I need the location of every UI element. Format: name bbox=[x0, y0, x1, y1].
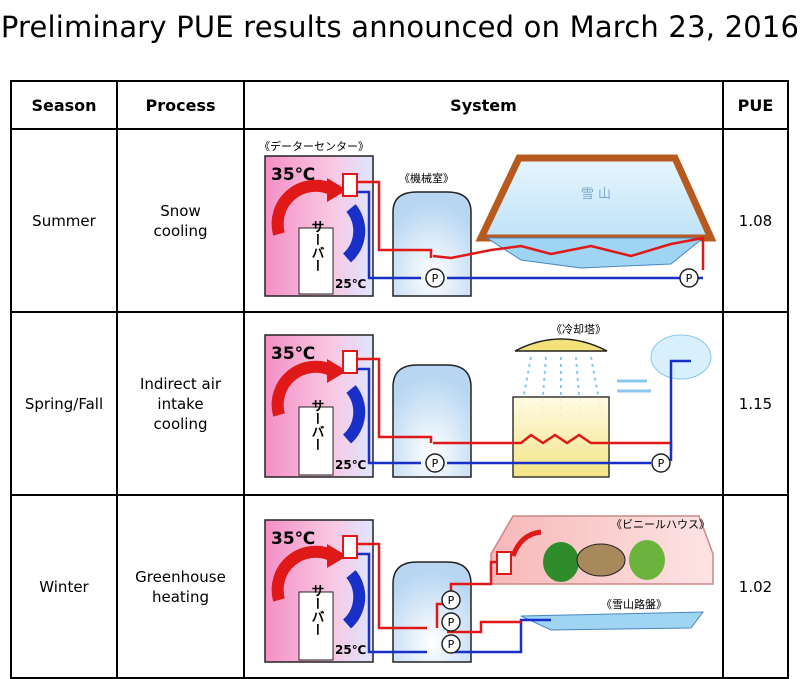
hot-air-arrowhead bbox=[326, 543, 347, 568]
vegetable-icon bbox=[542, 541, 579, 582]
pump-icon bbox=[440, 633, 461, 654]
process-line: Snow bbox=[160, 201, 201, 220]
process-line: intake bbox=[157, 394, 204, 413]
process-cell: Greenhouse heating bbox=[116, 494, 245, 679]
process-line: heating bbox=[151, 587, 209, 606]
server-label: サーバー bbox=[308, 584, 324, 636]
system-diagram-cell: 《データーセンター》 35℃ サーバー 25℃ 《機械室》 雪 山 bbox=[243, 128, 724, 313]
season-cell: Winter bbox=[10, 494, 118, 679]
pump-label: P bbox=[657, 457, 664, 470]
cold-pipe bbox=[356, 367, 421, 464]
table-row-summer: Summer Snow cooling 《データーセンター》 bbox=[10, 128, 789, 313]
hot-air-arrow bbox=[271, 545, 336, 602]
datacenter-label: 《データーセンター》 bbox=[259, 139, 369, 153]
vegetable-icon bbox=[628, 539, 665, 580]
pump-icon bbox=[424, 267, 445, 288]
wind-cloud-icon bbox=[650, 334, 711, 379]
cold-pipe-tower bbox=[446, 359, 691, 464]
server-rack bbox=[298, 227, 333, 294]
pue-cell: 1.02 bbox=[722, 494, 789, 679]
header-pue: PUE bbox=[722, 80, 789, 130]
pump-icon bbox=[650, 452, 671, 473]
process-cell: Snow cooling bbox=[116, 128, 245, 313]
hot-temp-label: 35℃ bbox=[271, 529, 315, 549]
hot-air-arrow bbox=[271, 360, 336, 417]
pump-icon bbox=[440, 611, 461, 632]
header-system: System bbox=[243, 80, 724, 130]
server-rack bbox=[298, 406, 333, 475]
system-diagram-cell: 35℃ サーバー 25℃ 《ビニールハウス》 《雪山路盤》 bbox=[243, 494, 724, 679]
hot-pipe bbox=[356, 180, 432, 258]
heat-exchanger-coil bbox=[341, 534, 358, 559]
cold-pipe bbox=[356, 552, 427, 653]
pump-label: P bbox=[447, 594, 454, 607]
machine-room bbox=[391, 363, 472, 478]
system-diagram-cell: 35℃ サーバー 25℃ 《冷却塔》 bbox=[243, 311, 724, 496]
pump-icon bbox=[678, 267, 699, 288]
snow-ground-label: 《雪山路盤》 bbox=[601, 598, 667, 611]
heat-exchanger-coil bbox=[341, 349, 358, 374]
greenhouse-coil bbox=[495, 550, 512, 575]
snow-ground-basin bbox=[520, 610, 704, 631]
greenhouse-label: 《ビニールハウス》 bbox=[611, 518, 710, 531]
snow-cooling-diagram: 《データーセンター》 35℃ サーバー 25℃ 《機械室》 雪 山 bbox=[259, 139, 716, 297]
hot-pipe bbox=[356, 357, 432, 443]
hot-air-arrow bbox=[271, 179, 336, 236]
pump-label: P bbox=[431, 457, 438, 470]
snow-basin bbox=[484, 237, 704, 269]
hot-pipe-tower bbox=[432, 432, 672, 451]
cooling-tower-fan bbox=[514, 337, 607, 352]
cold-air-arrow bbox=[342, 569, 365, 629]
hot-pipe bbox=[356, 542, 427, 629]
hot-temp-label: 35℃ bbox=[271, 165, 315, 185]
hot-temp-label: 35℃ bbox=[271, 344, 315, 364]
server-label: サーバー bbox=[308, 399, 324, 451]
pue-table: Season Process System PUE Summer Snow co… bbox=[10, 80, 789, 679]
table-header-row: Season Process System PUE bbox=[10, 80, 789, 130]
warm-air-arrow bbox=[510, 529, 541, 557]
process-cell: Indirect air intake cooling bbox=[116, 311, 245, 496]
air-intake-cooling-diagram: 35℃ サーバー 25℃ 《冷却塔》 bbox=[263, 323, 711, 478]
season-cell: Summer bbox=[10, 128, 118, 313]
process-line: Indirect air bbox=[139, 374, 222, 393]
server-rack bbox=[298, 591, 333, 660]
snow-mountain-label: 雪 山 bbox=[580, 187, 610, 202]
cold-temp-label: 25℃ bbox=[335, 277, 366, 291]
pue-cell: 1.15 bbox=[722, 311, 789, 496]
hot-pipe-snow bbox=[432, 235, 704, 270]
pump-icon bbox=[424, 452, 445, 473]
process-line: cooling bbox=[153, 414, 208, 433]
abalone-icon bbox=[576, 543, 625, 576]
hot-pipe-ground bbox=[446, 620, 521, 633]
heat-exchanger-coil bbox=[341, 172, 358, 197]
cold-temp-label: 25℃ bbox=[335, 458, 366, 472]
process-line: Greenhouse bbox=[135, 567, 226, 586]
server-label: サーバー bbox=[308, 220, 324, 272]
season-cell: Spring/Fall bbox=[10, 311, 118, 496]
hot-air-arrowhead bbox=[326, 177, 347, 202]
cold-air-arrow bbox=[342, 384, 365, 444]
machine-room bbox=[391, 190, 472, 297]
hot-pipe-greenhouse bbox=[435, 560, 497, 628]
greenhouse-heating-diagram: 35℃ サーバー 25℃ 《ビニールハウス》 《雪山路盤》 bbox=[263, 514, 714, 663]
page-title: Preliminary PUE results announced on Mar… bbox=[0, 10, 800, 44]
pump-label: P bbox=[431, 272, 438, 285]
pump-label: P bbox=[447, 638, 454, 651]
pump-icon bbox=[440, 589, 461, 610]
hot-air-arrowhead bbox=[326, 358, 347, 383]
machine-room-label: 《機械室》 bbox=[399, 171, 454, 185]
process-line: cooling bbox=[153, 221, 208, 240]
table-row-spring-fall: Spring/Fall Indirect air intake cooling bbox=[10, 311, 789, 496]
cooling-tower-label: 《冷却塔》 bbox=[551, 323, 606, 336]
cold-temp-label: 25℃ bbox=[335, 643, 366, 657]
cold-pipe-ground bbox=[446, 618, 551, 653]
header-process: Process bbox=[116, 80, 245, 130]
cold-air-arrow bbox=[342, 203, 365, 263]
table-row-winter: Winter Greenhouse heating bbox=[10, 494, 789, 679]
pump-label: P bbox=[447, 616, 454, 629]
pump-label: P bbox=[685, 272, 692, 285]
header-season: Season bbox=[10, 80, 118, 130]
pue-cell: 1.08 bbox=[722, 128, 789, 313]
cold-pipe bbox=[356, 190, 421, 279]
